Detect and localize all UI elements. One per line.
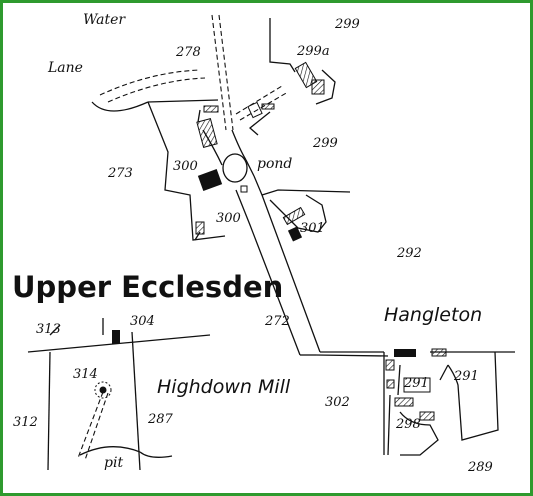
plot-300-a: 300 — [173, 159, 198, 174]
plot-299-mid: 299 — [312, 136, 338, 151]
dashed-tracks — [77, 14, 289, 461]
label-lane: Lane — [47, 60, 83, 76]
plot-272: 272 — [264, 314, 290, 329]
place-hangleton: Hangleton — [384, 304, 482, 326]
label-water: Water — [83, 12, 126, 28]
plot-299a: 299a — [296, 44, 330, 59]
mill-dot — [99, 386, 107, 394]
plot-289: 289 — [467, 460, 493, 475]
plot-298: 298 — [395, 417, 421, 432]
plot-278: 278 — [175, 45, 201, 60]
plot-291-b: 291 — [453, 369, 479, 384]
label-pit: pit — [104, 455, 123, 471]
mill-symbol — [94, 381, 112, 399]
plot-312: 312 — [13, 415, 38, 430]
label-pond: pond — [257, 156, 292, 172]
plot-291-a: 291 — [403, 376, 429, 391]
map-title: Upper Ecclesden — [12, 270, 283, 304]
plot-292: 292 — [396, 246, 422, 261]
plot-304: 304 — [130, 314, 155, 329]
plot-300-b: 300 — [216, 211, 241, 226]
plot-301: 301 — [300, 221, 325, 236]
roads-and-boundaries — [27, 18, 515, 471]
plot-273: 273 — [107, 166, 133, 181]
plot-313: 313 — [36, 322, 61, 337]
plot-287: 287 — [147, 412, 174, 427]
plot-314: 314 — [73, 367, 98, 382]
pond-outline — [222, 153, 248, 183]
buildings — [112, 61, 447, 421]
plot-299-top: 299 — [334, 17, 360, 32]
place-highdown-mill: Highdown Mill — [157, 376, 291, 398]
plot-302: 302 — [325, 395, 350, 410]
